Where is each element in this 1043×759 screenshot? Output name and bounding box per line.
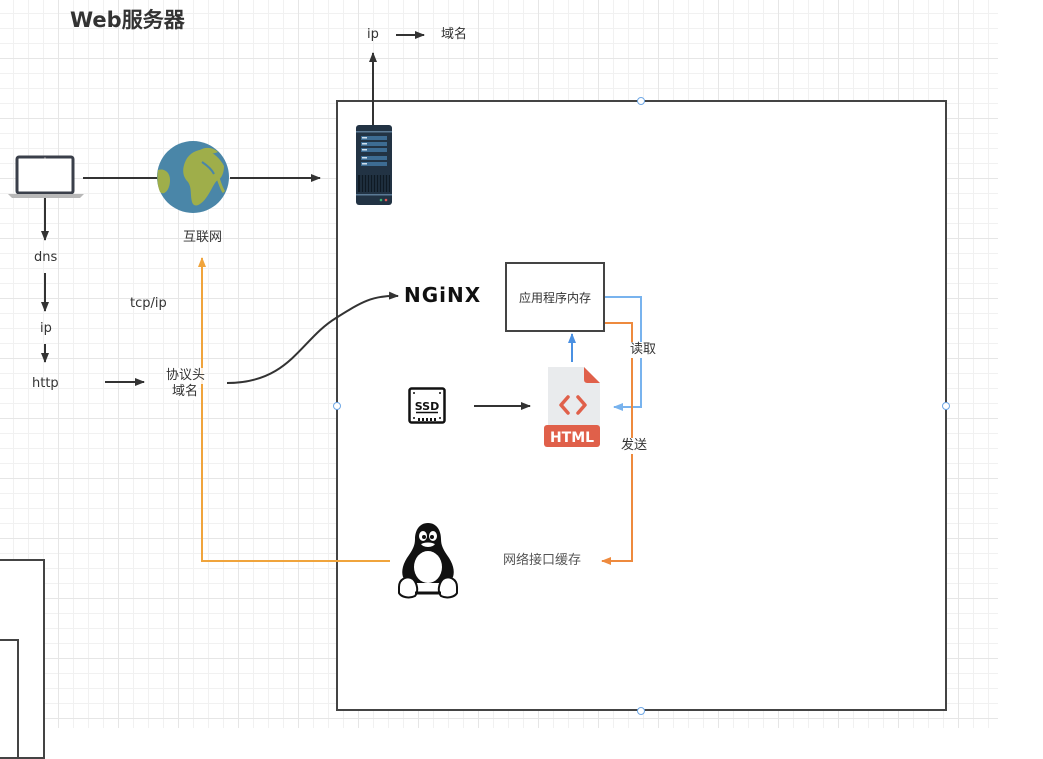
label-tcpip: tcp/ip: [130, 296, 167, 311]
label-send: 发送: [621, 438, 648, 454]
server-icon[interactable]: [356, 125, 392, 205]
label-ip: ip: [40, 321, 52, 336]
laptop-icon[interactable]: [8, 155, 84, 199]
nginx-logo[interactable]: NGiNX: [404, 283, 482, 307]
globe-icon[interactable]: [156, 140, 230, 214]
html-badge-label: HTML: [550, 430, 594, 446]
label-header-line1: 协议头: [166, 368, 206, 384]
resize-handle-bottom[interactable]: [637, 707, 645, 715]
label-header-line2: 域名: [172, 384, 199, 400]
label-domain-top: 域名: [441, 27, 468, 42]
resize-handle-right[interactable]: [942, 402, 950, 410]
html-file-icon[interactable]: HTML: [544, 367, 600, 447]
ssd-label: SSD: [415, 400, 439, 413]
edge-header-nginx[interactable]: [226, 291, 399, 384]
ssd-icon[interactable]: SSD: [408, 387, 446, 425]
label-network-cache: 网络接口缓存: [503, 553, 582, 568]
label-read: 读取: [630, 342, 657, 358]
edge-linux-internet[interactable]: [198, 257, 390, 562]
resize-handle-left[interactable]: [333, 402, 341, 410]
label-internet: 互联网: [183, 230, 223, 245]
label-dns: dns: [34, 250, 58, 265]
diagram-title: Web服务器: [70, 8, 185, 32]
app-memory-label: 应用程序内存: [518, 290, 591, 305]
label-ip-top: ip: [367, 27, 379, 42]
app-memory-box[interactable]: 应用程序内存: [505, 262, 605, 332]
label-http: http: [32, 376, 59, 391]
resize-handle-top[interactable]: [637, 97, 645, 105]
linux-penguin-icon[interactable]: [397, 521, 459, 599]
